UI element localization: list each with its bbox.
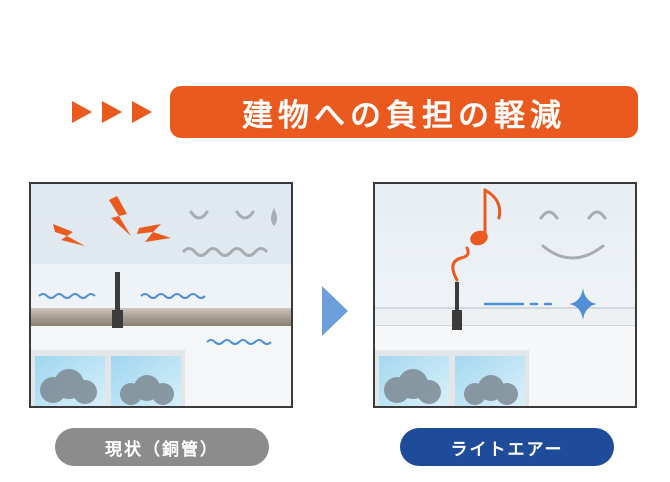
tree-icon — [384, 369, 518, 405]
smile-face-icon — [539, 210, 607, 260]
vibration-wave-icon — [181, 247, 269, 257]
vibration-waves — [38, 293, 272, 345]
current-state-illustration — [31, 184, 291, 406]
sad-face-icon — [189, 210, 255, 220]
light-air-panel — [373, 182, 637, 408]
pipe-icon — [452, 282, 462, 330]
window-icon — [375, 350, 529, 406]
tree-icon — [40, 369, 174, 405]
light-air-label: ライトエアー — [400, 428, 614, 466]
ceiling-beam — [31, 308, 291, 326]
current-state-label: 現状（銅管） — [55, 428, 269, 466]
sweat-drop-icon — [271, 208, 277, 226]
copper-pipe-icon — [112, 272, 123, 328]
title-banner: 建物への負担の軽減 — [170, 86, 638, 138]
window-icon — [31, 350, 185, 406]
light-air-illustration — [375, 184, 635, 406]
banner-title: 建物への負担の軽減 — [242, 97, 566, 134]
triple-arrow-icon — [72, 101, 152, 123]
sparkle-icon — [569, 288, 597, 320]
light-air-label-text: ライトエアー — [450, 439, 564, 460]
lightning-icon — [53, 196, 171, 246]
current-state-label-text: 現状（銅管） — [105, 439, 219, 460]
current-state-panel — [29, 182, 293, 408]
music-note-icon — [451, 188, 502, 282]
transition-arrow-icon — [322, 286, 348, 336]
